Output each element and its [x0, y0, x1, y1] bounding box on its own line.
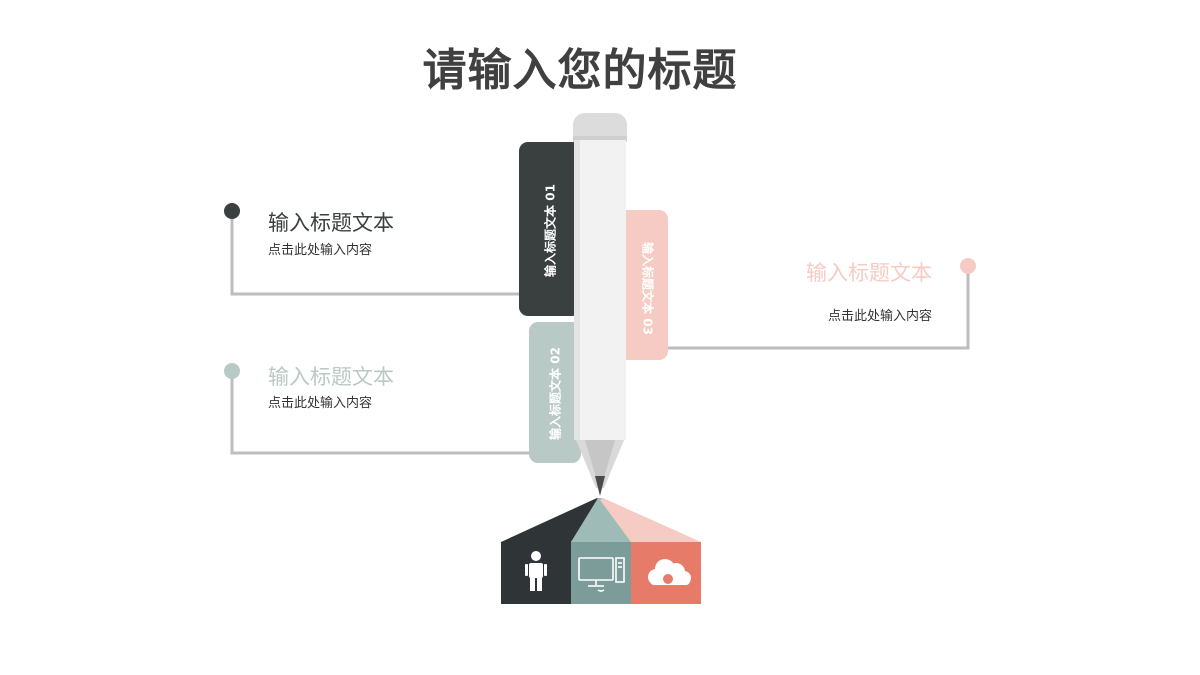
pencil-body-shade [574, 140, 580, 440]
connector-line-03 [668, 267, 970, 350]
tab-01 [519, 142, 581, 316]
beam-dark [501, 498, 600, 542]
item-title-01: 输入标题文本 [268, 211, 394, 235]
bullet-dot-02 [224, 363, 240, 379]
computer-icon [578, 557, 625, 592]
bullet-dot-03 [960, 258, 976, 274]
tab-label-03: 输入标题文本 03 [640, 242, 655, 335]
pencil-tip [595, 476, 605, 496]
base-block-teal [571, 542, 631, 604]
item-desc-01: 点击此处输入内容 [268, 243, 373, 258]
beam-coral [600, 498, 701, 542]
connector-line-02 [230, 372, 530, 455]
tab-label-01: 输入标题文本 01 [543, 184, 558, 277]
bullet-dot-01 [224, 203, 240, 219]
pencil-body [574, 140, 626, 440]
tab-label-02: 输入标题文本 02 [548, 347, 563, 440]
item-desc-03: 点击此处输入内容 [827, 309, 932, 324]
item-title-02: 输入标题文本 [268, 365, 394, 389]
slide-title: 请输入您的标题 [422, 45, 738, 96]
connector-line-01 [230, 212, 520, 296]
tab-02 [529, 322, 581, 463]
item-desc-02: 点击此处输入内容 [268, 396, 373, 411]
pencil-cone-shade [585, 440, 615, 484]
person-icon [525, 551, 547, 591]
item-title-03: 输入标题文本 [806, 261, 932, 285]
pencil-cap-band [573, 136, 627, 142]
beam-teal [571, 498, 631, 542]
cloud-icon [648, 559, 691, 585]
